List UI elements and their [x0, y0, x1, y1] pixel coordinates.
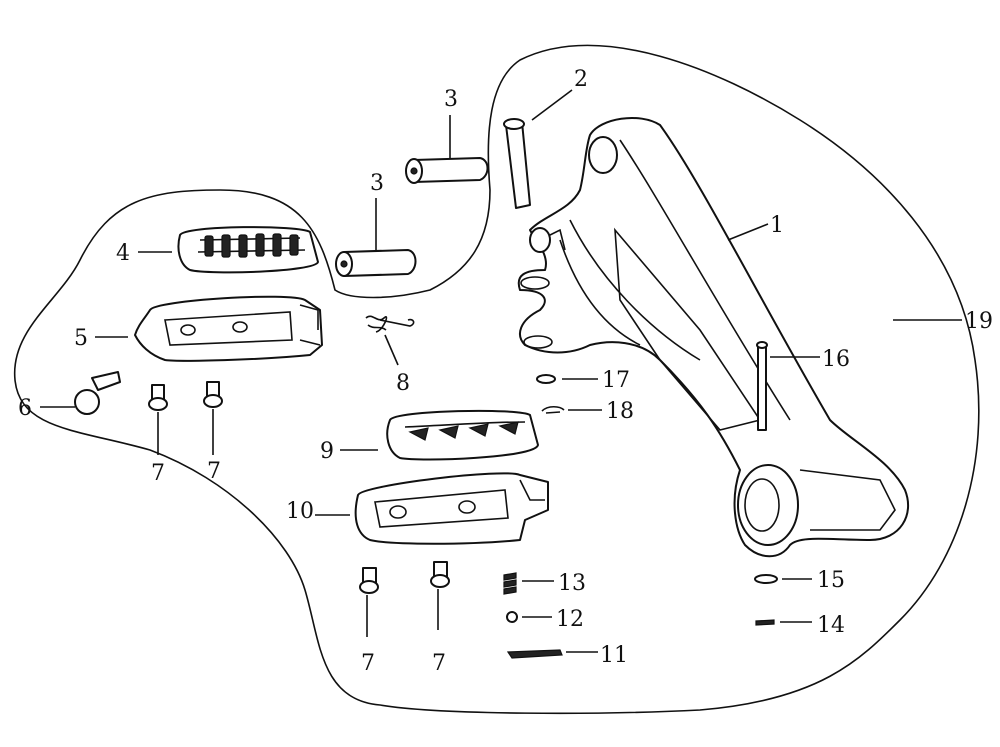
ball-part — [506, 611, 518, 623]
callout-3-lower: 3 — [370, 171, 384, 196]
cotter-pin-part — [506, 649, 563, 659]
callout-5: 5 — [74, 326, 88, 351]
detent-spring-part — [503, 572, 517, 595]
callout-7-b: 7 — [207, 459, 221, 484]
callout-4: 4 — [116, 241, 130, 266]
collar-part-lower — [335, 249, 417, 277]
foot-peg-part-lower — [354, 472, 549, 545]
callout-1: 1 — [770, 213, 784, 238]
pivot-pin-part — [503, 118, 531, 209]
callout-7-c: 7 — [361, 651, 375, 676]
callout-19: 19 — [965, 309, 993, 334]
washer-part — [754, 574, 778, 584]
callout-17: 17 — [602, 368, 630, 393]
bolt-part-1 — [148, 384, 168, 411]
collar-part-upper — [405, 157, 489, 184]
vertical-pin-part — [756, 341, 768, 431]
rubber-pad-part-lower — [386, 409, 539, 461]
small-pin-part — [755, 619, 775, 626]
small-washer-part — [536, 374, 556, 384]
callout-9: 9 — [320, 439, 334, 464]
callout-7-a: 7 — [151, 461, 165, 486]
ball-end-part — [74, 371, 121, 415]
callout-14: 14 — [817, 613, 845, 638]
callout-3-upper: 3 — [444, 87, 458, 112]
bolt-part-2 — [203, 381, 223, 408]
callout-8: 8 — [396, 371, 410, 396]
circlip-part — [541, 405, 565, 414]
callout-11: 11 — [600, 643, 628, 668]
callout-2: 2 — [574, 67, 588, 92]
leader-lines — [40, 89, 962, 653]
callout-15: 15 — [817, 568, 845, 593]
assembly-boundary-outline — [13, 44, 980, 715]
bolt-part-3 — [359, 567, 379, 594]
rubber-pad-part-upper — [177, 226, 319, 274]
callout-12: 12 — [556, 607, 584, 632]
callout-6: 6 — [18, 396, 32, 421]
callout-13: 13 — [558, 571, 586, 596]
footrest-bracket-part — [517, 117, 910, 558]
torsion-spring-part — [365, 315, 415, 333]
callout-18: 18 — [606, 399, 634, 424]
callout-7-d: 7 — [432, 651, 446, 676]
callout-10: 10 — [286, 499, 314, 524]
foot-peg-part-upper — [134, 295, 323, 362]
callout-16: 16 — [822, 347, 850, 372]
bolt-part-4 — [430, 561, 450, 588]
